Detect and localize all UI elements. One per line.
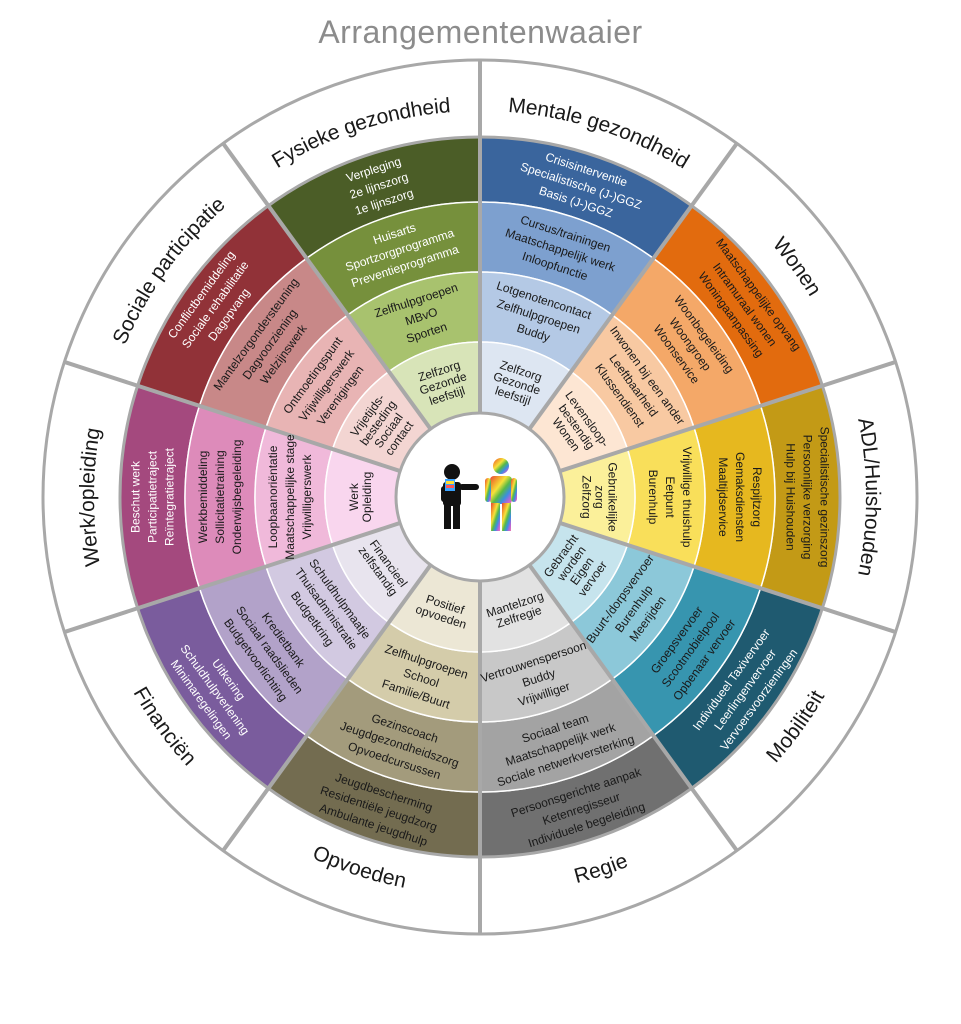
item-line: Sollicitatietraining xyxy=(213,450,227,543)
item-line: Gemaksdiensten xyxy=(733,452,747,542)
item-line: zorg xyxy=(592,485,606,508)
segment-divider xyxy=(221,142,433,431)
item-line: Maatschappelijke stage xyxy=(283,434,297,560)
person-pointing-icon xyxy=(441,464,479,529)
segment-divider xyxy=(63,360,401,473)
item-line: Loopbaanoriëntatie xyxy=(266,445,280,548)
ring-2-text-adl-huishouden: RespijtzorgGemaksdienstenMaaltijdservice xyxy=(716,452,764,542)
segment-divider xyxy=(221,563,433,852)
item-line: Werk xyxy=(347,482,361,511)
item-line: Opleiding xyxy=(360,472,374,523)
item-line: Vrijwillige thuishulp xyxy=(680,447,694,548)
segment-divider xyxy=(63,521,401,634)
item-line: Specialistische gezinszorg xyxy=(817,427,831,568)
ring-4-text-mobiliteit: GebrachtwordenEigenvervoer xyxy=(541,531,613,603)
segment-divider xyxy=(559,360,897,473)
hub-circle xyxy=(394,411,566,583)
ring-1-text-adl-huishouden: Specialistische gezinszorgPersoonlijke v… xyxy=(783,427,831,568)
diagram-title: Arrangementenwaaier xyxy=(318,14,643,50)
rainbow-person-icon xyxy=(485,458,517,531)
item-line: Maaltijdservice xyxy=(716,457,730,537)
item-line: Werkbemiddeling xyxy=(196,451,210,544)
wheel-spokes xyxy=(63,60,897,934)
ring-3-text-adl-huishouden: Vrijwillige thuishulpEetpuntBurenhulp xyxy=(646,447,694,548)
ring-4-text-werk-opleiding: WerkOpleiding xyxy=(347,472,374,523)
ring-outline xyxy=(118,135,842,859)
ring-4-text-mentale-gezondheid: ZelfzorgGezondeleefstijl xyxy=(488,357,547,410)
wheel-hub xyxy=(394,411,566,583)
item-line: Vrijwilligerswerk xyxy=(300,454,314,540)
item-line: Onderwijsbegeleiding xyxy=(230,440,244,555)
item-line: Burenhulp xyxy=(646,470,660,525)
item-line: Persoonlijke verzorging xyxy=(800,435,814,560)
item-line: Respijtzorg xyxy=(750,467,764,527)
item-line: Eetpunt xyxy=(663,476,677,518)
ring-4-text-adl-huishouden: GebruikelijkezorgZelfzorg xyxy=(579,462,619,532)
item-line: Zelfzorg xyxy=(579,475,593,518)
item-line: Participatietraject xyxy=(146,450,160,543)
item-line: Hulp bij Huishouden xyxy=(783,443,797,550)
item-line: Reïntegratietraject xyxy=(163,447,177,546)
segment-divider xyxy=(527,563,739,852)
item-line: Gebruikelijke xyxy=(605,462,619,532)
segment-divider xyxy=(559,521,897,634)
item-line: Beschut werk xyxy=(129,460,143,533)
ring-2-text-wonen: WoonbegeleidingWoongroepWoonservice xyxy=(644,293,737,396)
segment-divider xyxy=(527,142,739,431)
